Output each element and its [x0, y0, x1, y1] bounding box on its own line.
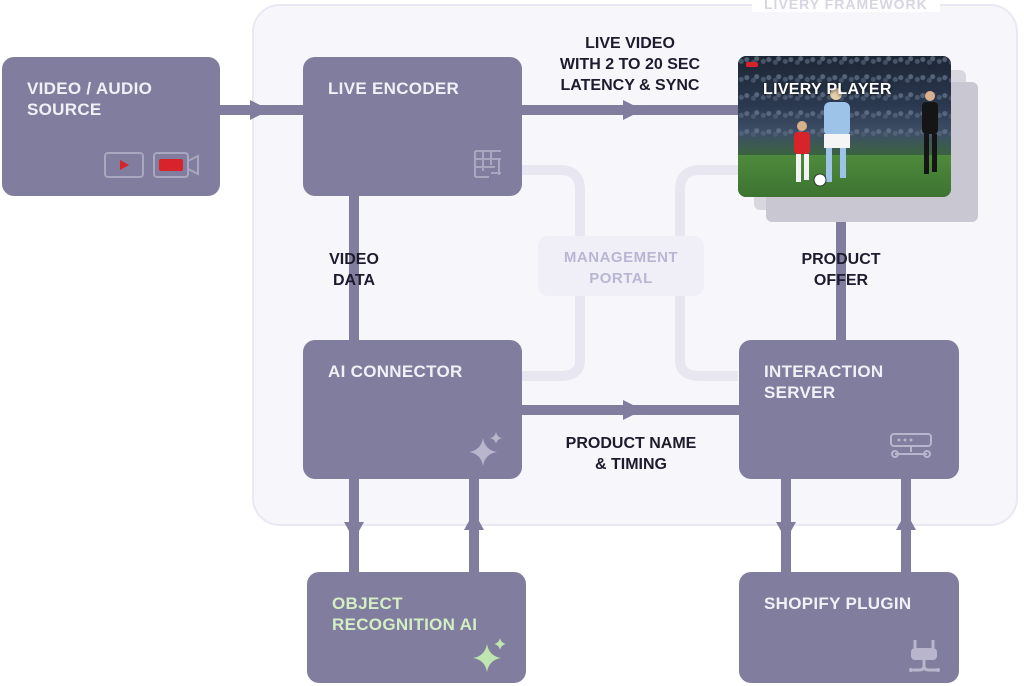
edge-label-live-video: LIVE VIDEO WITH 2 TO 20 SEC LATENCY & SY…: [559, 35, 701, 94]
sparkle-icon: [469, 432, 502, 466]
management-portal: MANAGEMENT PORTAL: [538, 236, 704, 296]
livery-player-label: LIVERY PLAYER: [763, 81, 892, 98]
source-icons: [104, 152, 199, 178]
sparkle-icon-green: [473, 638, 506, 672]
grid-icon: [474, 150, 501, 178]
arrow-shopify-interaction-up: [896, 512, 916, 530]
edge-label-product-name: PRODUCT NAME & TIMING: [565, 435, 697, 473]
interaction-server-box: INTERACTION SERVER: [739, 340, 959, 479]
ai-connector-label: AI CONNECTOR: [328, 362, 463, 381]
arrow-source-encoder: [250, 100, 270, 120]
livery-player[interactable]: LIVERY PLAYER: [738, 56, 951, 197]
play-icon: [104, 152, 144, 178]
framework-label: LIVERY FRAMEWORK: [752, 0, 940, 12]
video-audio-source-box: VIDEO / AUDIO SOURCE: [2, 57, 220, 196]
arrow-ai-object-down: [344, 522, 364, 540]
arrow-encoder-player: [623, 100, 643, 120]
video-audio-source-label: VIDEO / AUDIO SOURCE: [27, 79, 153, 119]
arrow-interaction-shopify-down: [776, 522, 796, 540]
arrow-ai-interaction: [623, 400, 643, 420]
live-indicator: [746, 62, 758, 67]
live-encoder-label: LIVE ENCODER: [328, 79, 460, 98]
object-recognition-label: OBJECT RECOGNITION AI: [332, 594, 478, 634]
plug-icon: [909, 640, 940, 672]
live-camera-icon: [153, 152, 199, 178]
live-encoder-box: LIVE ENCODER: [303, 57, 522, 196]
shopify-plugin-box: SHOPIFY PLUGIN: [739, 572, 959, 683]
arrow-object-ai-up: [464, 512, 484, 530]
ai-connector-box: AI CONNECTOR: [303, 340, 522, 479]
edge-label-video-data: VIDEO DATA: [329, 251, 379, 289]
player-scene: [794, 88, 938, 187]
shopify-plugin-label: SHOPIFY PLUGIN: [764, 594, 912, 613]
object-recognition-box: OBJECT RECOGNITION AI: [307, 572, 526, 683]
interaction-server-label: INTERACTION SERVER: [764, 362, 884, 402]
server-icon: [890, 433, 932, 458]
edge-label-product-offer: PRODUCT OFFER: [801, 251, 881, 289]
